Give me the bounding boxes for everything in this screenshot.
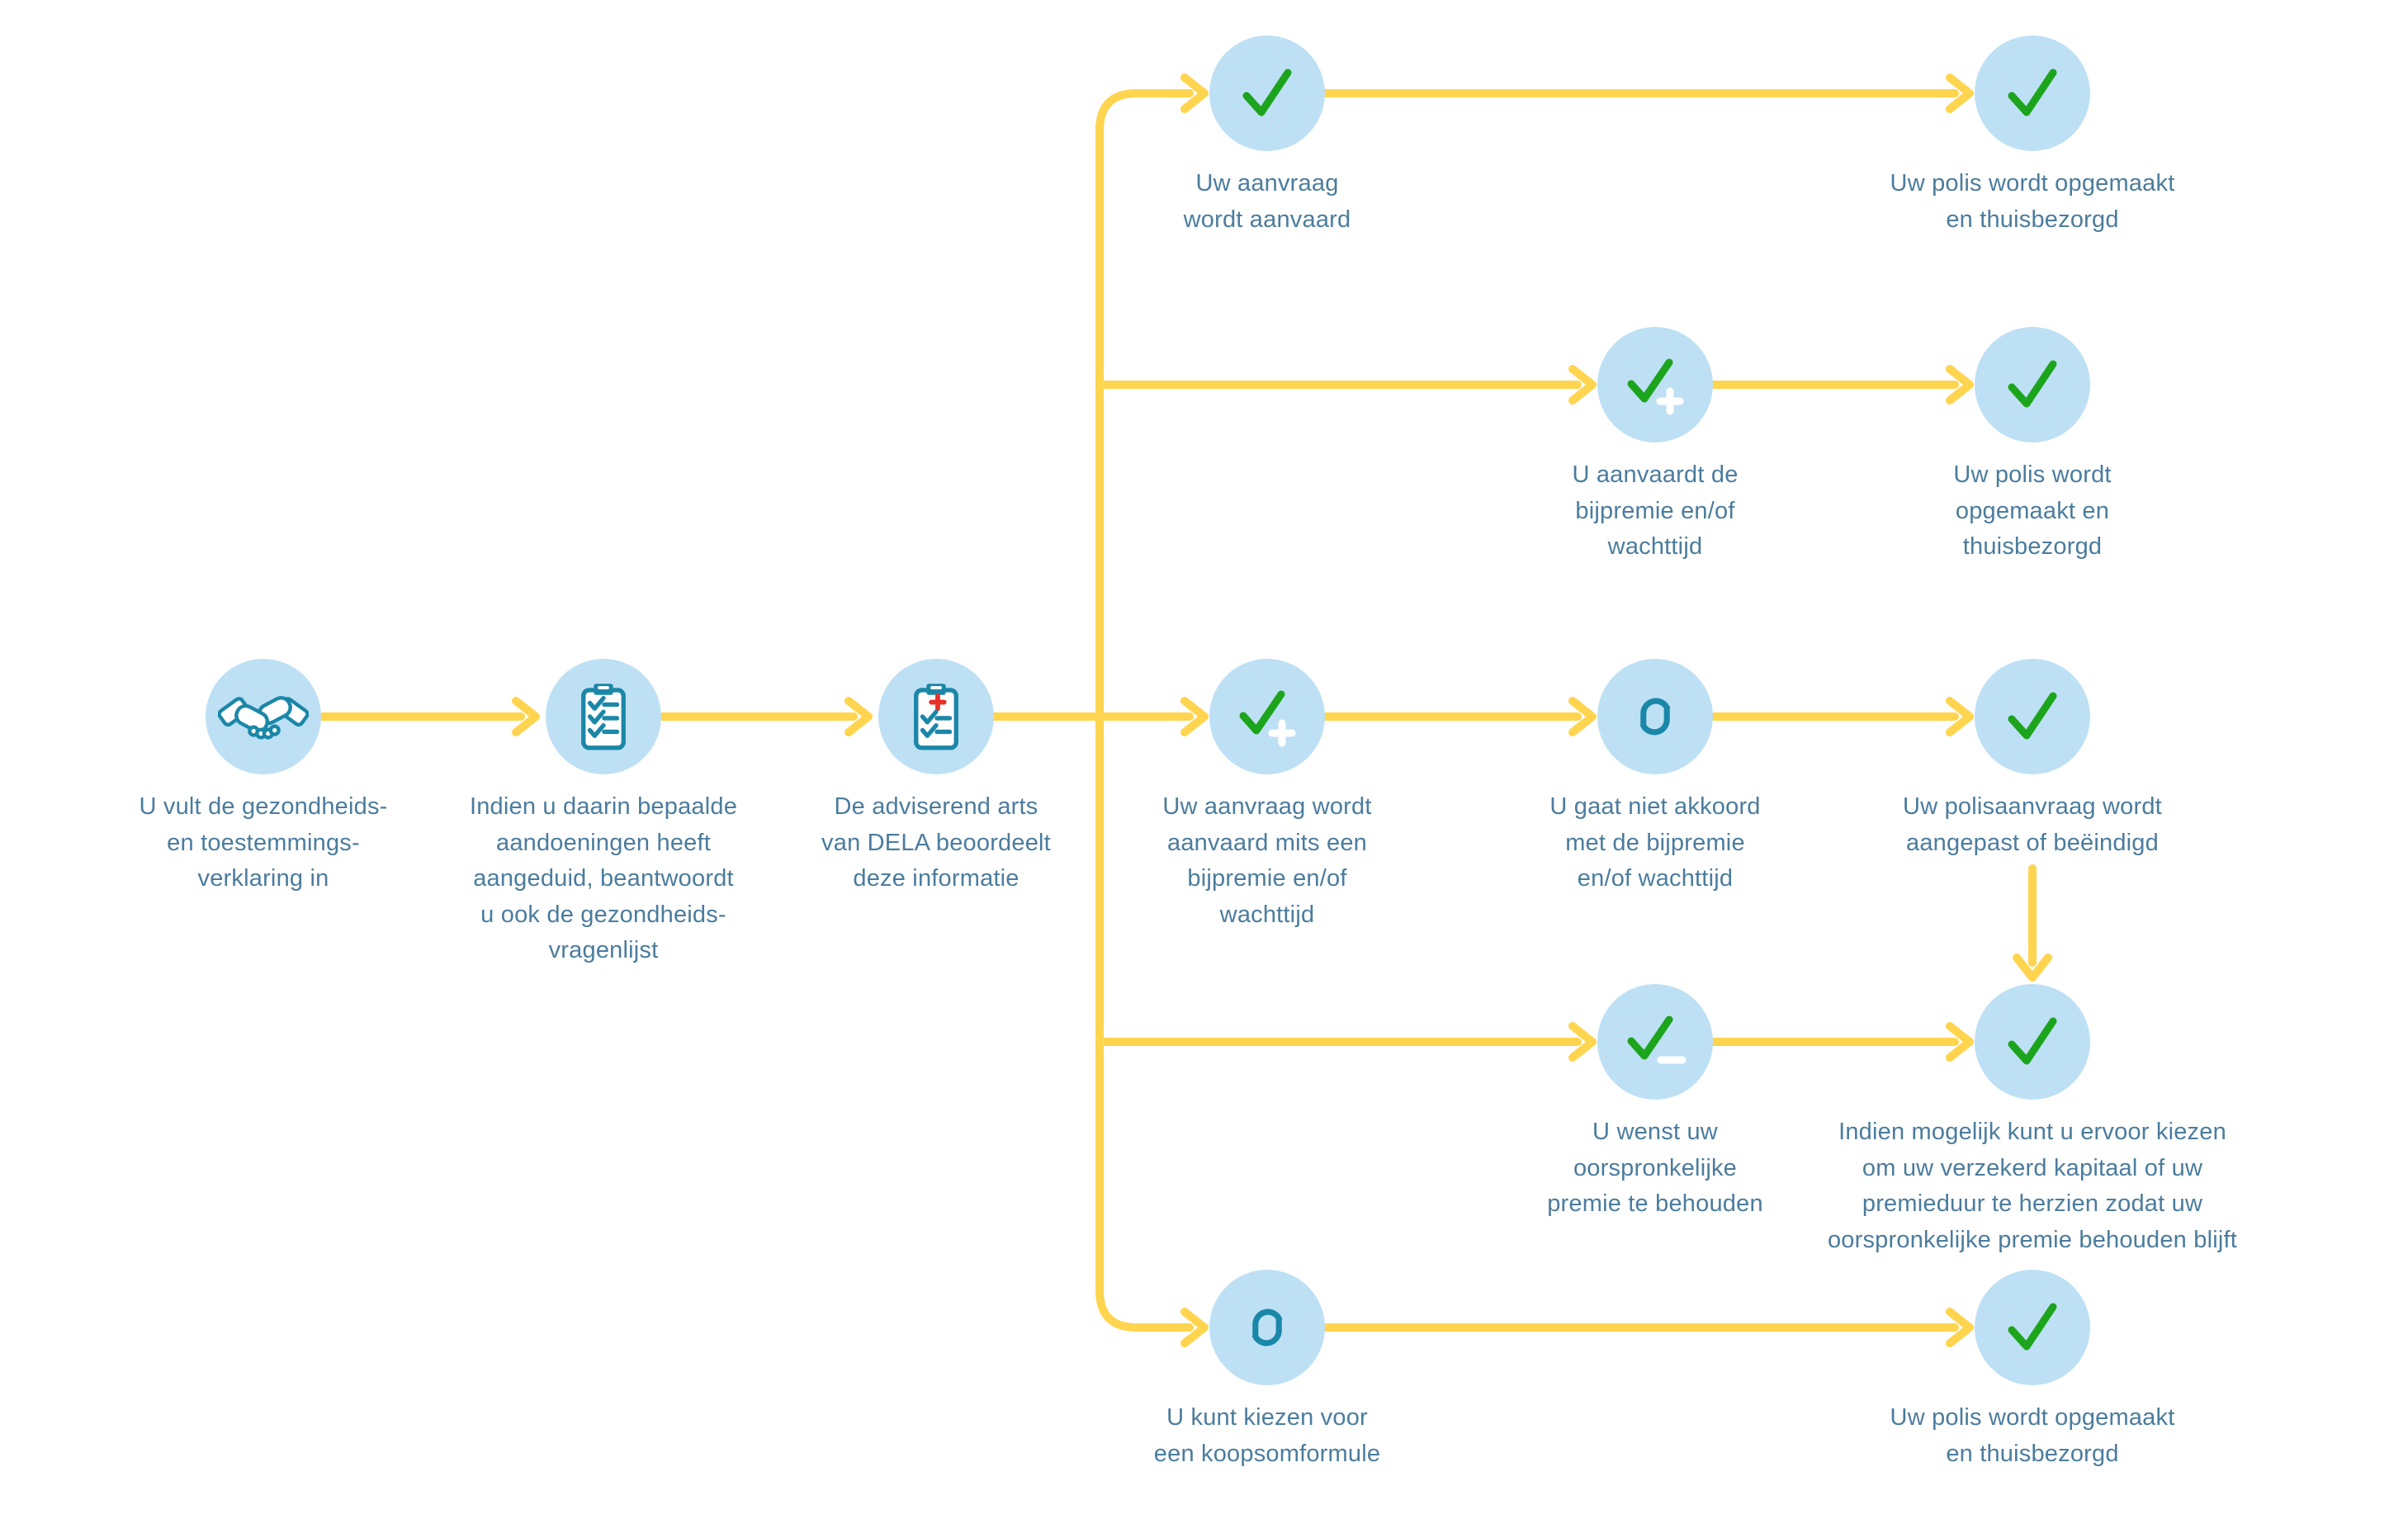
node-circle <box>1975 1270 2090 1385</box>
node-circle <box>1209 1270 1325 1385</box>
arrowhead-fill-to-questionnaire <box>512 697 540 736</box>
node-circle <box>1975 327 2090 442</box>
arrowhead-adjusted-down-to-revise <box>2013 954 2052 982</box>
check-icon <box>2008 1303 2057 1351</box>
node-caption: U gaat niet akkoord met de bijpremie en/… <box>1549 793 1761 892</box>
node-caption: Uw polis wordt opgemaakt en thuisbezorgd <box>1890 1404 2175 1467</box>
check-icon <box>2008 69 2057 116</box>
node-circle <box>1209 659 1325 774</box>
node-caption: De adviserend arts van DELA beoordeelt d… <box>821 793 1051 892</box>
arrowhead-accepted-to-policy-top <box>1946 73 1974 113</box>
node-circle <box>206 659 321 774</box>
node-caption: U kunt kiezen voor een koopsomformule <box>1153 1404 1381 1467</box>
check-minus-icon <box>1627 1015 1687 1064</box>
node-circle <box>546 659 661 774</box>
check-icon <box>2008 692 2057 740</box>
node-caption: Uw polis wordt opgemaakt en thuisbezorgd <box>1953 461 2112 560</box>
node-circle <box>1597 327 1713 442</box>
clipboard-medical-icon <box>914 684 958 750</box>
arrowhead-branch-to-keep-premium <box>1568 1022 1597 1062</box>
arrowhead-keep-premium-to-revise <box>1946 1022 1974 1062</box>
node-circle <box>1975 659 2090 774</box>
check-plus-icon <box>1627 358 1684 415</box>
check-icon <box>2008 360 2057 408</box>
check-plus-icon <box>1239 690 1296 747</box>
arrowhead-branch-down-to-lump-sum <box>1180 1308 1209 1347</box>
arrowhead-accept-surcharge-to-policy <box>1946 365 1974 405</box>
node-circle <box>1975 35 2090 151</box>
connector-branch-up-to-accepted <box>1095 89 1194 721</box>
node-circle <box>1597 659 1713 774</box>
node-caption: Uw polis wordt opgemaakt en thuisbezorgd <box>1890 170 2175 233</box>
node-caption: Uw aanvraag wordt aanvaard <box>1183 170 1351 233</box>
node-caption: U vult de gezondheids- en toestemmings- … <box>139 793 388 892</box>
node-caption: Indien mogelijk kunt u ervoor kiezen om … <box>1827 1119 2238 1253</box>
arrowhead-questionnaire-to-doctor <box>844 697 873 736</box>
node-caption: U wenst uw oorspronkelijke premie te beh… <box>1547 1119 1763 1217</box>
node-circle <box>1209 35 1325 151</box>
node-circle <box>1975 984 2090 1100</box>
node-caption: Uw polisaanvraag wordt aangepast of beëi… <box>1903 793 2162 856</box>
check-icon <box>2008 1017 2057 1065</box>
arrowhead-branch-up-to-accepted <box>1180 73 1209 113</box>
check-icon <box>1242 69 1292 116</box>
connector-branch-down-to-lump-sum <box>1095 712 1194 1332</box>
refresh-icon <box>1251 1308 1283 1346</box>
node-caption: Indien u daarin bepaalde aandoeningen he… <box>469 793 738 963</box>
arrowhead-doctor-to-accepted-with-surcharge <box>1180 697 1209 736</box>
refresh-icon <box>1639 698 1671 736</box>
arrowhead-branch-to-accept-surcharge <box>1568 365 1597 405</box>
clipboard-checklist-icon <box>581 684 626 750</box>
arrowhead-disagree-to-adjusted <box>1946 697 1974 736</box>
node-caption: Uw aanvraag wordt aanvaard mits een bijp… <box>1162 793 1372 928</box>
arrowhead-lump-sum-to-policy <box>1946 1308 1974 1347</box>
node-circle <box>1597 984 1713 1100</box>
handshake-icon <box>218 696 309 740</box>
node-circle <box>878 659 994 774</box>
arrowhead-accepted-with-surcharge-to-disagree <box>1568 697 1597 736</box>
node-caption: U aanvaardt de bijpremie en/of wachttijd <box>1572 461 1739 560</box>
